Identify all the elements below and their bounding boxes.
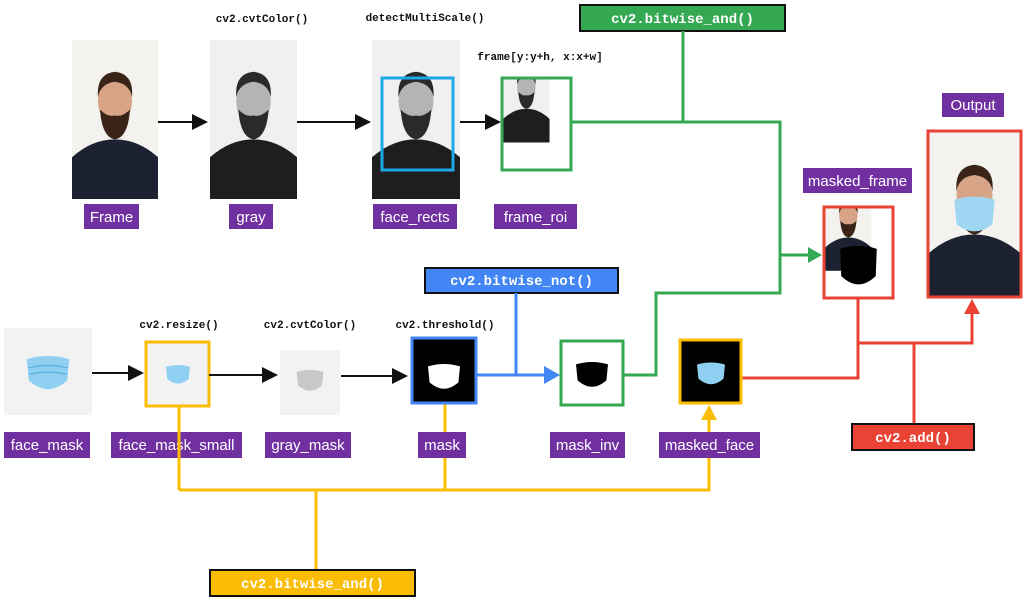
frame-roi-label: frame_roi [504, 209, 567, 226]
bitwise-not-text: cv2.bitwise_not() [450, 274, 593, 290]
face-detection-box [380, 76, 455, 172]
face-mask-label: face_mask [11, 437, 84, 454]
mask-node: mask [410, 336, 478, 458]
mask-inv-node: mask_inv [550, 339, 625, 458]
green-connectors [571, 31, 810, 377]
frame-roi-image [503, 53, 549, 143]
threshold-fn-text: cv2.threshold() [395, 320, 494, 332]
yellow-connectors [177, 403, 711, 570]
detect-fn-text: detectMultiScale() [366, 13, 485, 25]
resize-fn-text: cv2.resize() [139, 320, 218, 332]
arrow-head [544, 366, 560, 384]
frame-node: Frame [72, 40, 158, 229]
red-connectors [741, 298, 974, 424]
masked-face-node: masked_face [659, 338, 760, 458]
add-fn-text: cv2.add() [875, 431, 951, 447]
output-label: Output [950, 97, 996, 114]
cvtcolor-fn-text: cv2.cvtColor() [216, 14, 308, 26]
cvtcolor-mask-fn-text: cv2.cvtColor() [264, 320, 356, 332]
arrow-head [701, 405, 717, 420]
masked-face-label: masked_face [665, 437, 754, 454]
masked-frame-label: masked_frame [808, 173, 907, 190]
yellow-bitwise-and-text: cv2.bitwise_and() [241, 577, 384, 593]
gray-mask-node: gray_mask [265, 350, 351, 458]
green-bitwise-and-box: cv2.bitwise_and() [579, 4, 786, 32]
frame-roi-node: frame_roi [494, 53, 577, 229]
masked-frame-node: masked_frame [803, 168, 912, 300]
slice-fn-text: frame[y:y+h, x:x+w] [477, 52, 602, 64]
output-node: Output [926, 93, 1023, 299]
frame-image [72, 40, 158, 199]
face-rects-label: face_rects [380, 209, 449, 226]
face-rects-node: face_rects [372, 40, 460, 229]
mask-inv-label: mask_inv [556, 437, 620, 454]
face-mask-node: face_mask [4, 328, 92, 458]
gray-mask-label: gray_mask [271, 437, 345, 454]
output-image [929, 132, 1020, 296]
masked-frame-image [825, 182, 877, 285]
add-box: cv2.add() [851, 423, 975, 451]
gray-node: gray [210, 40, 297, 229]
gray-label: gray [236, 209, 266, 226]
arrow-head [808, 247, 822, 263]
gray-image [210, 40, 297, 199]
frame-label: Frame [90, 209, 133, 226]
arrow-head [964, 299, 980, 314]
yellow-bitwise-and-box: cv2.bitwise_and() [209, 569, 416, 597]
mask-label: mask [424, 437, 460, 454]
green-bitwise-and-text: cv2.bitwise_and() [611, 12, 754, 28]
face-mask-small-node: face_mask_small [111, 340, 242, 458]
face-mask-small-label: face_mask_small [119, 437, 235, 454]
blue-connectors [476, 293, 546, 377]
bitwise-not-box: cv2.bitwise_not() [424, 267, 619, 294]
face-rects-image [372, 40, 460, 199]
